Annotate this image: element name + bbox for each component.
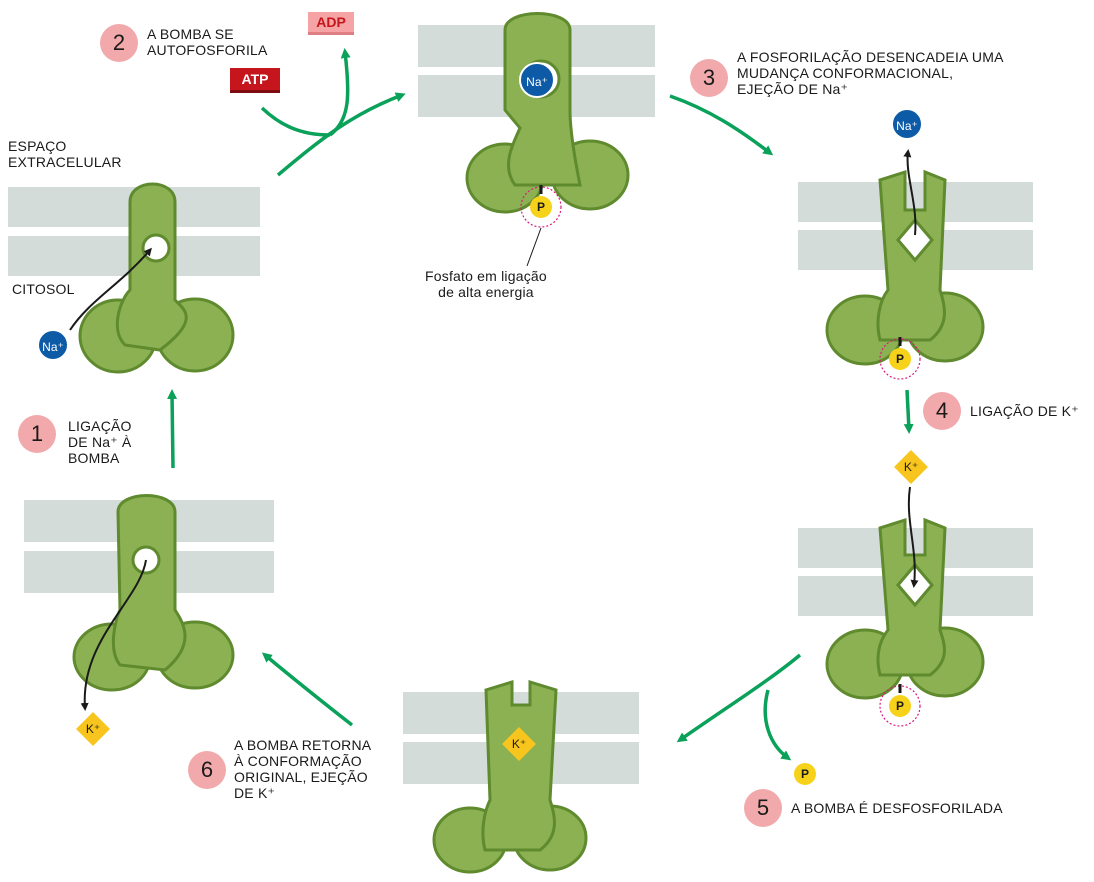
step-2-label: A BOMBA SE AUTOFOSFORILA — [147, 26, 268, 58]
adp-tag: ADP — [308, 12, 354, 35]
k-exit-arrow — [80, 559, 147, 711]
phosphate-dot-released: P — [794, 763, 816, 785]
step-2-badge: 2 — [100, 24, 138, 62]
na-ion-cytosol: Na⁺ — [37, 329, 69, 361]
step-1-badge: 1 — [18, 415, 56, 453]
step-1-label: LIGAÇÃO DE Na⁺ À BOMBA — [68, 418, 132, 466]
arrow-to-k-binding — [903, 389, 914, 434]
k-ion-bound: K⁺ — [502, 727, 536, 761]
step-5-label: A BOMBA É DESFOSFORILADA — [791, 800, 1003, 816]
phosphate-glow-top — [520, 185, 562, 228]
na-entry-arrow — [69, 247, 152, 331]
k-ion-extracellular: K⁺ — [894, 450, 928, 484]
phosphate-glow-lower-right — [879, 684, 921, 727]
pump-dephosphorylated-bottom — [432, 679, 588, 874]
step-6-badge: 6 — [188, 751, 226, 789]
arrow-to-dephosphorylation — [676, 653, 802, 743]
na-exit-arrow — [903, 149, 917, 236]
step-3-badge: 3 — [690, 59, 728, 97]
pump-phosphorylated-top — [465, 12, 630, 214]
arrow-to-conformation — [669, 94, 774, 156]
na-ion-ejected: Na⁺ — [891, 108, 923, 140]
extracellular-label: ESPAÇO EXTRACELULAR — [8, 138, 122, 170]
step-6-label: A BOMBA RETORNA À CONFORMAÇÃO ORIGINAL, … — [234, 737, 372, 801]
step-3-label: A FOSFORILAÇÃO DESENCADEIA UMA MUDANÇA C… — [737, 49, 1004, 97]
arrow-atp-in — [260, 106, 331, 137]
na-ion-bound: Na⁺ — [519, 62, 555, 98]
pump-open-outward-lower — [825, 517, 985, 700]
arrow-p-release — [763, 689, 792, 761]
pump-open-inward — [78, 182, 235, 374]
cytosol-label: CITOSOL — [12, 281, 75, 297]
atp-tag: ATP — [230, 68, 280, 93]
k-entry-arrow — [907, 486, 919, 588]
pump-open-inward-lower — [72, 494, 235, 692]
step-5-badge: 5 — [744, 789, 782, 827]
pump-open-outward-upper — [825, 169, 985, 366]
step-4-badge: 4 — [923, 392, 961, 430]
phosphate-dot-top: P — [530, 196, 552, 218]
arrow-to-na-binding — [167, 389, 178, 469]
arrow-adp-out — [328, 48, 351, 137]
phosphate-dot-upper-right: P — [889, 348, 911, 370]
phosphate-label: Fosfato em ligação de alta energia — [425, 268, 547, 300]
arrow-to-return — [261, 652, 354, 727]
step-4-label: LIGAÇÃO DE K⁺ — [970, 403, 1079, 419]
phosphate-glow-upper-right — [879, 337, 921, 380]
k-ion-released: K⁺ — [76, 712, 110, 746]
phosphate-dot-lower-right: P — [889, 695, 911, 717]
